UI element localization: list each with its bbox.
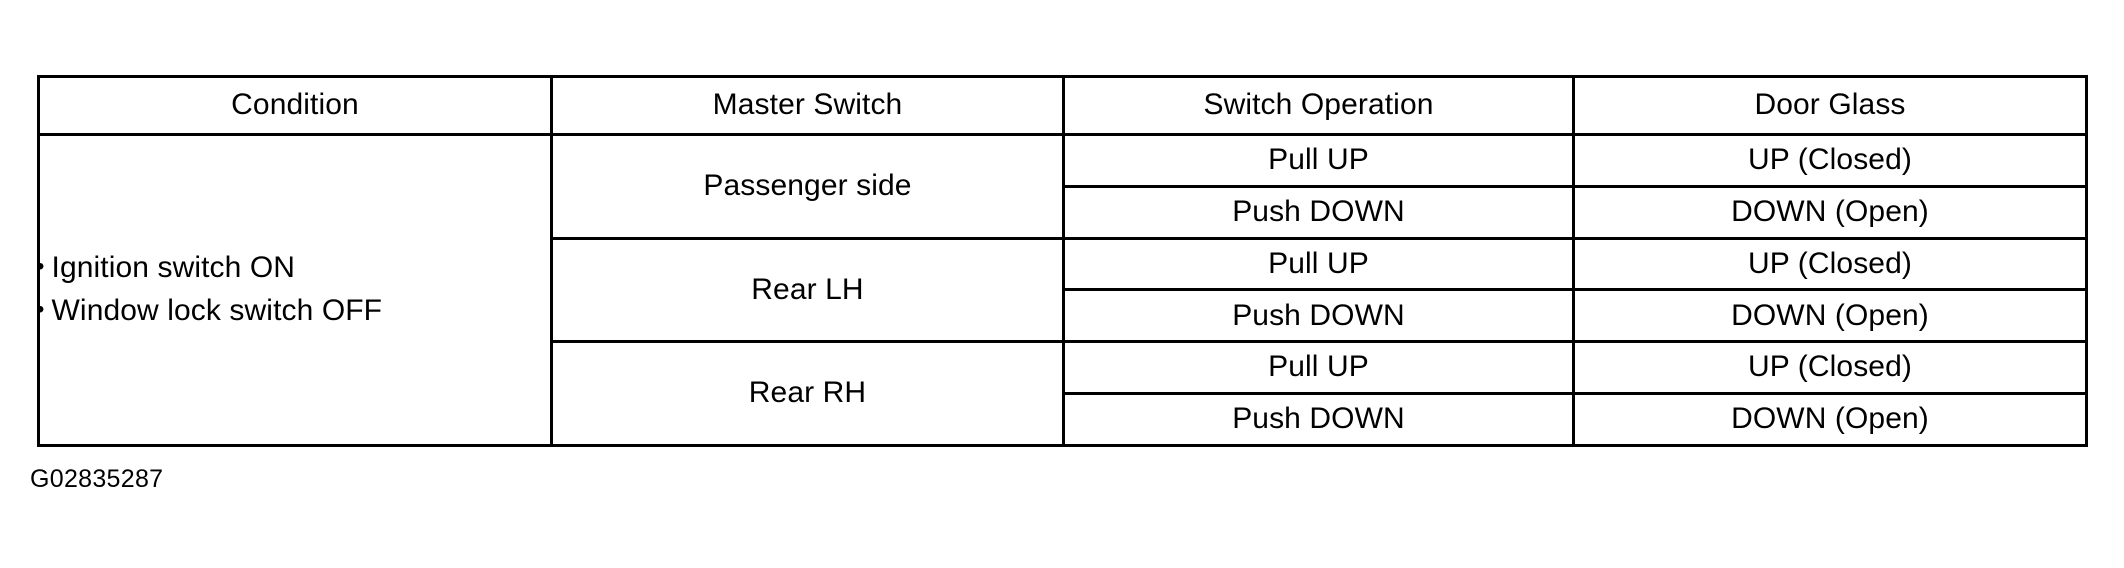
door-glass-cell: UP (Closed) <box>1572 236 2088 292</box>
switch-operation-cell: Push DOWN <box>1062 184 1575 240</box>
door-glass-cell: DOWN (Open) <box>1572 184 2088 240</box>
column-header-condition: Condition <box>37 75 553 136</box>
switch-operation-cell: Pull UP <box>1062 236 1575 292</box>
table-row: Rear RH Pull UP UP (Closed) <box>39 340 2088 447</box>
condition-cell: •Ignition switch ON •Window lock switch … <box>36 133 553 447</box>
condition-item: •Ignition switch ON <box>36 247 550 290</box>
door-glass-cell: DOWN (Open) <box>1572 288 2088 344</box>
condition-item: •Window lock switch OFF <box>36 290 550 333</box>
master-switch-cell: Rear RH <box>550 340 1065 447</box>
table-row: Push DOWN DOWN (Open) <box>39 392 2088 447</box>
column-header-switch-operation: Switch Operation <box>1062 75 1575 136</box>
power-window-operation-table: Condition Master Switch Switch Operation… <box>36 75 2088 447</box>
figure-caption: G02835287 <box>30 465 164 493</box>
door-glass-cell: UP (Closed) <box>1572 133 2088 188</box>
door-glass-cell: UP (Closed) <box>1572 340 2088 396</box>
master-switch-cell: Passenger side <box>550 133 1065 240</box>
table-header-row: Condition Master Switch Switch Operation… <box>37 75 2088 136</box>
switch-operation-cell: Push DOWN <box>1062 288 1575 344</box>
condition-list: •Ignition switch ON •Window lock switch … <box>36 247 550 333</box>
table-body: •Ignition switch ON •Window lock switch … <box>36 133 2088 447</box>
table-header: Condition Master Switch Switch Operation… <box>37 75 2088 136</box>
table-row: •Ignition switch ON •Window lock switch … <box>36 133 2088 447</box>
condition-item-label: Ignition switch ON <box>51 251 296 285</box>
door-glass-cell: DOWN (Open) <box>1572 392 2088 447</box>
switch-operation-cell: Push DOWN <box>1062 392 1575 447</box>
bullet-icon: • <box>36 295 45 323</box>
column-header-master-switch: Master Switch <box>550 75 1065 136</box>
bullet-icon: • <box>36 253 45 281</box>
table-row: Push DOWN DOWN (Open) <box>39 288 2088 344</box>
table-row: Push DOWN DOWN (Open) <box>39 184 2088 240</box>
column-header-door-glass: Door Glass <box>1572 75 2088 136</box>
switch-operation-cell: Pull UP <box>1062 340 1575 396</box>
table-row: Rear LH Pull UP UP (Closed) <box>39 236 2088 344</box>
switch-operation-cell: Pull UP <box>1062 133 1575 188</box>
master-switch-cell: Rear LH <box>550 236 1065 344</box>
condition-item-label: Window lock switch OFF <box>51 294 383 327</box>
